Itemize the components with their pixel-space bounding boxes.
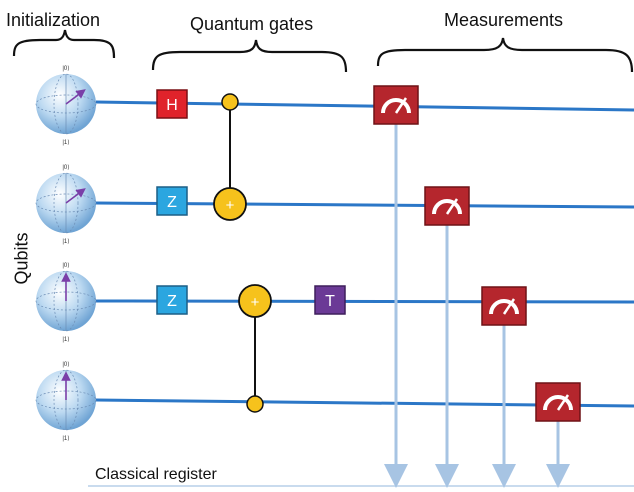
cnot-2-control-dot	[246, 395, 264, 413]
cnot-2-target-symbol: +	[251, 294, 260, 311]
t-gate-label: T	[325, 293, 335, 310]
measurement-meter-1	[373, 85, 419, 125]
ket0-label-1: |0⟩	[62, 65, 69, 72]
bloch-sphere-4	[35, 369, 97, 431]
ket0-label-2: |0⟩	[62, 164, 69, 171]
classical-register-label: Classical register	[95, 466, 217, 483]
cnot-1-target-symbol: +	[226, 197, 235, 214]
z-gate-2	[156, 285, 188, 315]
bloch-sphere-2	[35, 172, 97, 234]
z-gate-1-label: Z	[167, 194, 177, 211]
measurements-title: Measurements	[444, 10, 564, 30]
z-gate-1	[156, 186, 188, 216]
measurement-meter-2	[424, 186, 470, 226]
ket1-label-3: |1⟩	[62, 336, 69, 343]
initialization-brace	[12, 29, 116, 59]
t-gate	[314, 285, 346, 315]
ket0-label-4: |0⟩	[62, 361, 69, 368]
measurements-brace	[376, 37, 634, 73]
ket0-label-3: |0⟩	[62, 262, 69, 269]
initialization-title: Initialization	[6, 10, 101, 30]
quantum-gates-brace	[151, 39, 348, 73]
cnot-1-control-dot	[221, 93, 239, 111]
quantum-gates-title: Quantum gates	[190, 14, 314, 34]
ket1-label-1: |1⟩	[62, 139, 69, 146]
bloch-sphere-3	[35, 270, 97, 332]
measurement-meter-3	[481, 286, 527, 326]
measurement-meter-4	[535, 382, 581, 422]
hadamard-gate-label: H	[166, 97, 178, 114]
ket1-label-4: |1⟩	[62, 435, 69, 442]
ket1-label-2: |1⟩	[62, 238, 69, 245]
bloch-sphere-1	[35, 73, 97, 135]
hadamard-gate	[156, 89, 188, 119]
z-gate-2-label: Z	[167, 293, 177, 310]
cnot-1-target	[213, 187, 247, 221]
cnot-2-target	[238, 284, 272, 318]
